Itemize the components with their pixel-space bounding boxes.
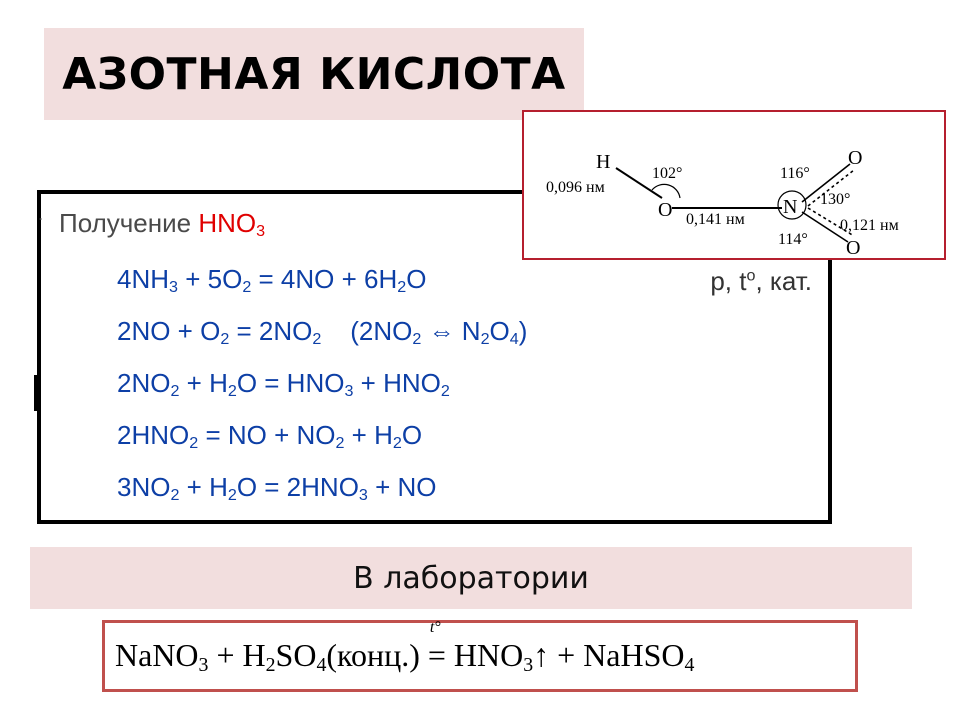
lab-reaction-equation: NaNO3 + H2SO4(конц.) t°= HNO3↑ + NaHSO4 <box>115 619 695 676</box>
bond-h-o <box>615 167 663 199</box>
label-angle-ono: 130° <box>820 191 850 208</box>
lab-label: В лаборатории <box>353 560 589 596</box>
bond-n-o-bottom-dashed <box>807 207 855 237</box>
header-formula: HNO3 <box>198 208 266 241</box>
bond-n-o-bottom <box>801 211 849 243</box>
lab-reaction-panel: NaNO3 + H2SO4(конц.) t°= HNO3↑ + NaHSO4 <box>102 619 858 692</box>
equals-with-temperature: t°= <box>427 619 446 673</box>
equation-1: 4NH3 + 5O2 = 4NO + 6H2O <box>117 264 427 297</box>
atom-n: N <box>783 196 797 218</box>
equation-4: 2HNO2 = NO + NO2 + H2O <box>117 420 423 453</box>
equation-2: 2NO + O2 = 2NO2 (2NO2 ⇔ N2O4) <box>117 316 528 349</box>
atom-o-bottom: O <box>846 237 860 258</box>
hno3-structure-diagram: H O N O O 0,096 нм 102° 0,141 нм 116° 13… <box>546 147 899 258</box>
page-title: АЗОТНАЯ КИСЛОТА <box>62 48 566 100</box>
header-prefix: Получение <box>59 208 199 238</box>
corner-mark: . <box>38 204 44 224</box>
title-banner: АЗОТНАЯ КИСЛОТА <box>44 28 584 120</box>
angle-circle-n <box>777 190 807 220</box>
bond-n-o-top <box>801 163 851 203</box>
synthesis-header: Получение HNO3 <box>59 208 265 239</box>
left-tick-divider <box>34 375 37 411</box>
bond-n-o-top-dashed <box>807 169 855 207</box>
equation-3: 2NO2 + H2O = HNO3 + HNO2 <box>117 368 450 401</box>
atom-h: H <box>596 151 610 173</box>
angle-arc-hon <box>651 183 681 199</box>
label-bond-no: 0,121 нм <box>840 217 899 234</box>
label-angle-bottom: 114° <box>778 231 808 248</box>
molecule-structure-panel: H O N O O 0,096 нм 102° 0,141 нм 116° 13… <box>522 110 946 260</box>
label-angle-hon: 102° <box>652 165 682 182</box>
label-angle-top: 116° <box>780 165 810 182</box>
gas-arrow-icon: ↑ <box>533 637 550 673</box>
equation-5: 3NO2 + H2O = 2HNO3 + NO <box>117 472 437 505</box>
label-bond-oh: 0,096 нм <box>546 179 605 196</box>
atom-o-top: O <box>848 147 862 169</box>
atom-o-hydroxyl: O <box>658 199 672 221</box>
label-bond-on: 0,141 нм <box>686 211 745 228</box>
reaction-conditions: p, to, кат. <box>710 266 812 296</box>
lab-banner: В лаборатории <box>30 547 912 609</box>
